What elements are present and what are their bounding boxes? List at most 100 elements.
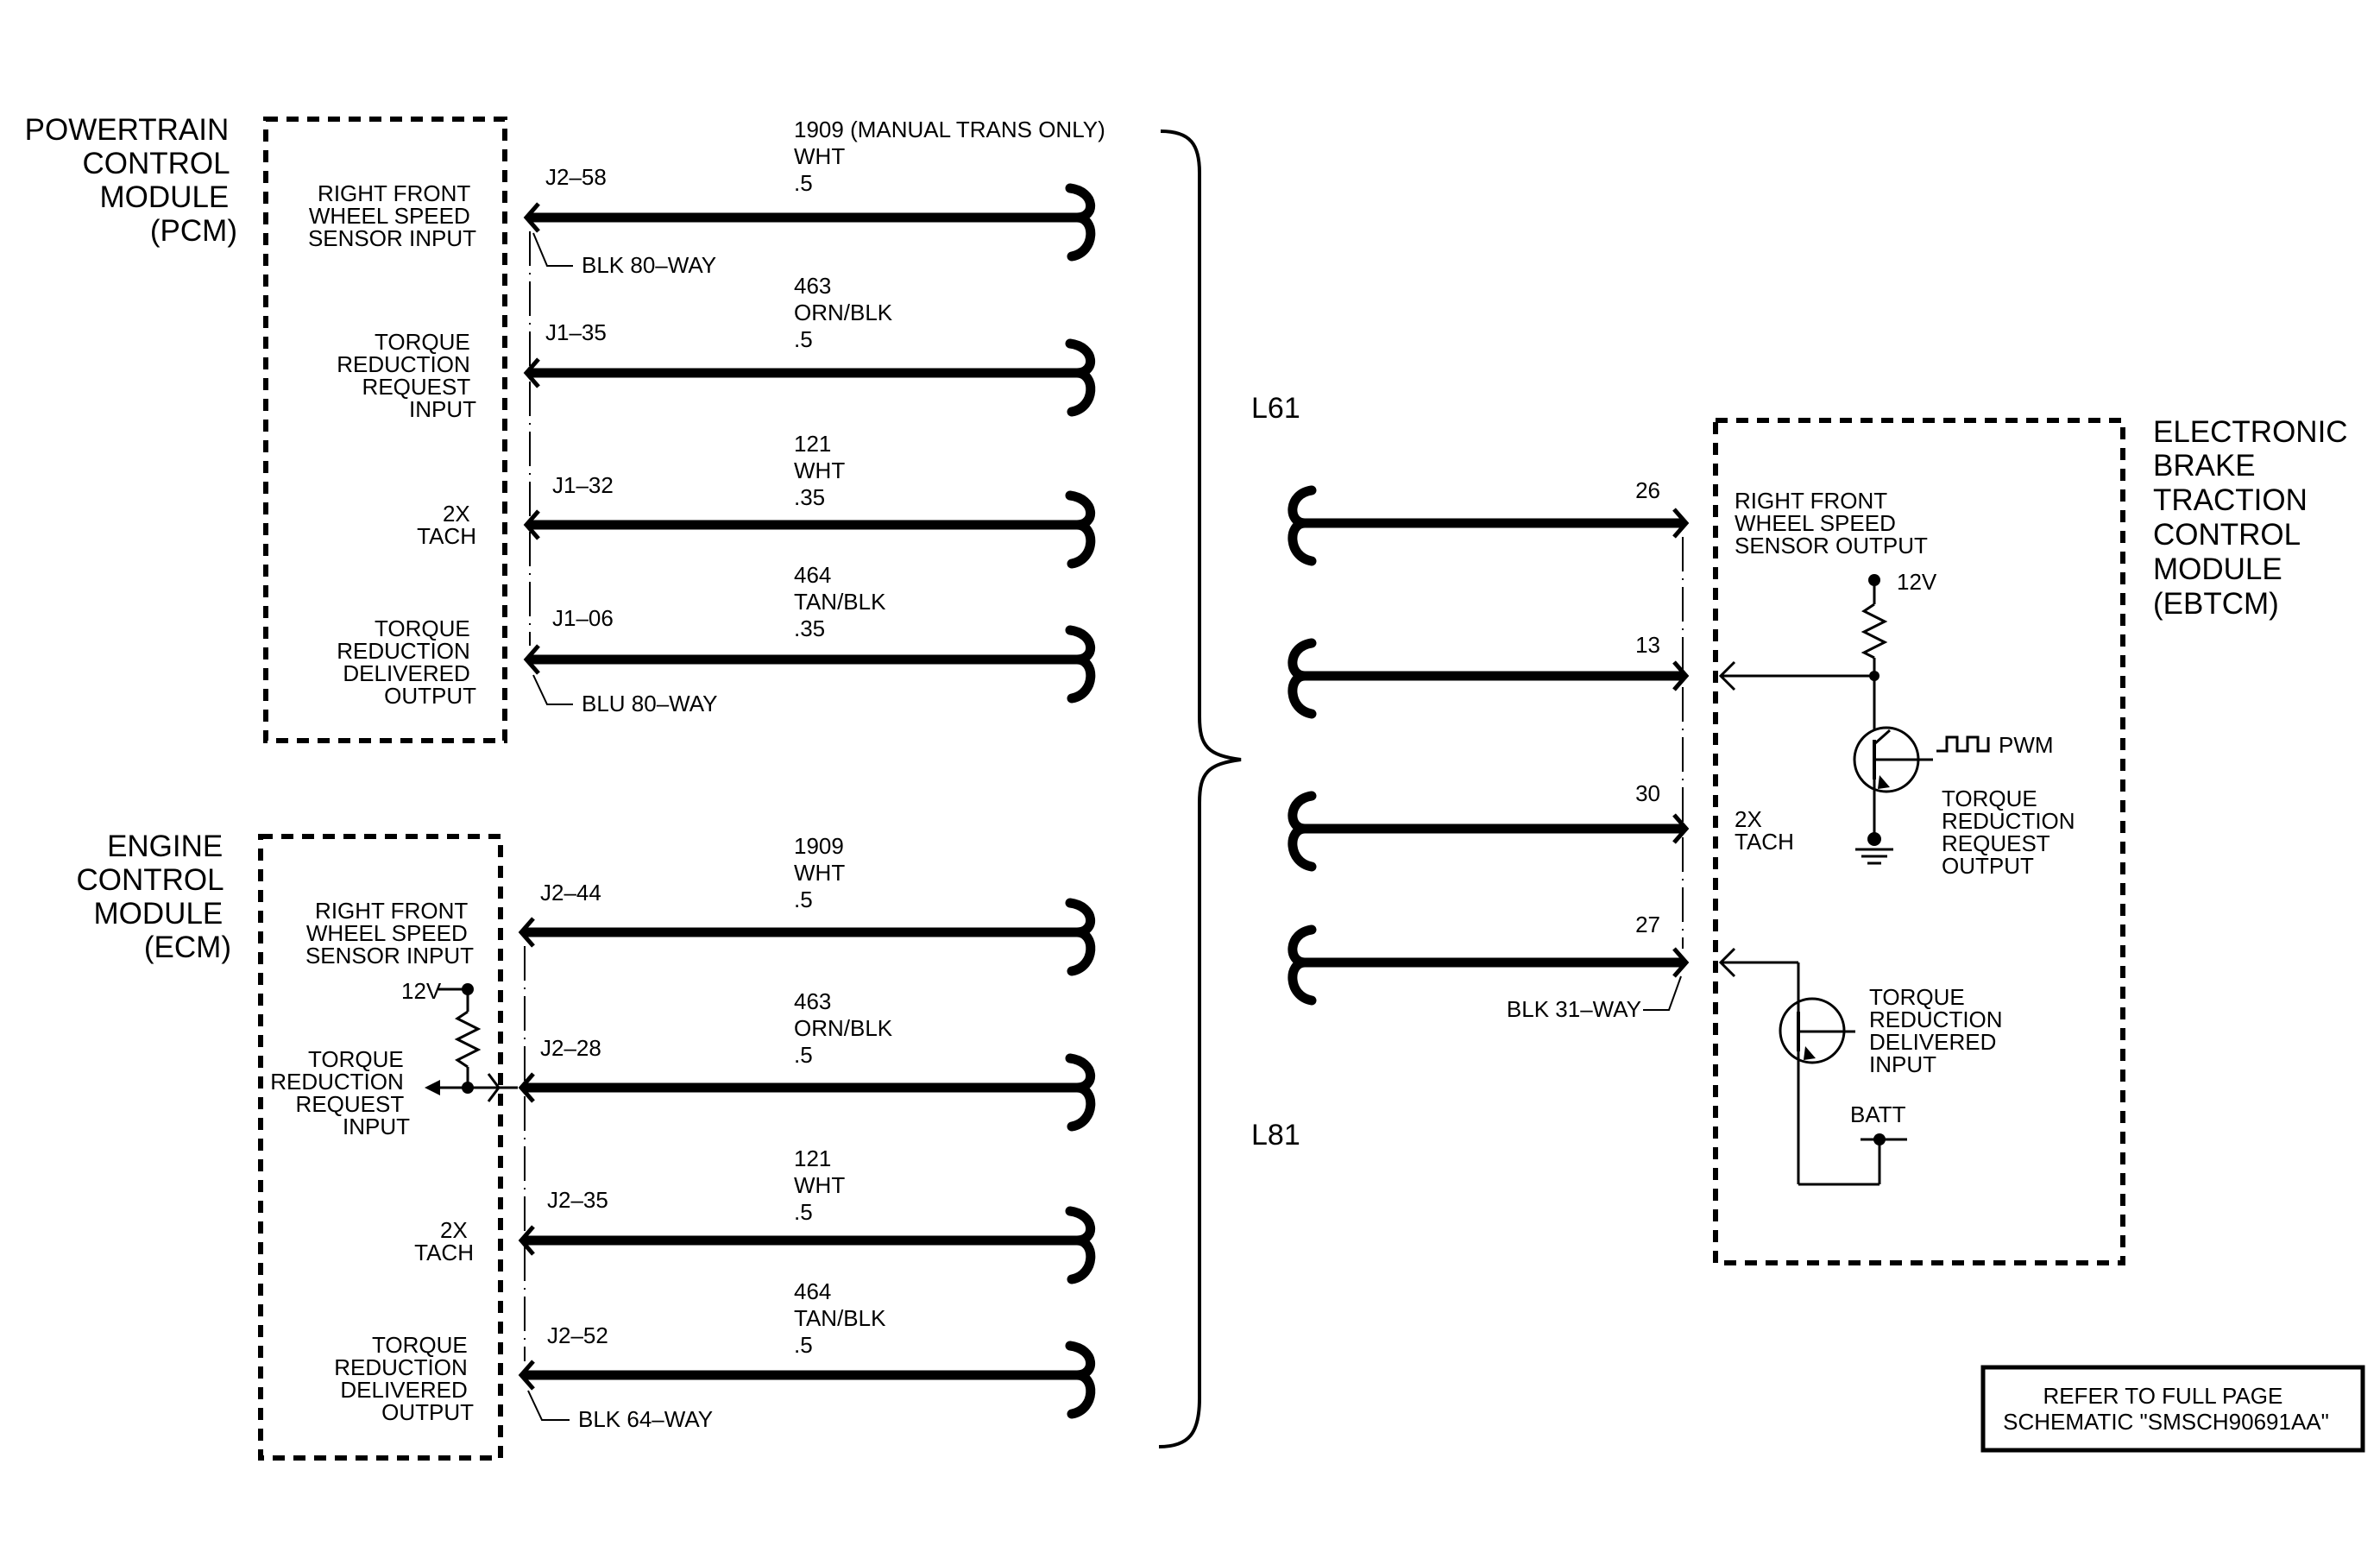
ecm-pin-label-wss: RIGHT FRONT WHEEL SPEED SENSOR INPUT <box>305 898 474 969</box>
ebtcm-label-pwm: PWM <box>1999 732 2054 758</box>
ecm-connector-leader <box>527 1390 570 1421</box>
ebtcm-label-12v: 12V <box>1897 569 1937 595</box>
option-l61: L61 <box>1251 392 1300 425</box>
ebtcm-arrow-27 <box>1718 947 1736 978</box>
connector-break <box>1065 898 1096 976</box>
pin-marker <box>518 1360 535 1391</box>
ecm-title: ENGINE CONTROL MODULE (ECM) <box>76 830 231 964</box>
pin-marker <box>523 357 540 388</box>
ebtcm-label-wss-output: RIGHT FRONT WHEEL SPEED SENSOR OUTPUT <box>1735 488 1928 558</box>
transistor-2-emitter-arrow <box>1804 1046 1816 1060</box>
ecm-circuit-121: 121 WHT .5 <box>794 1145 851 1225</box>
pcm-connector-leader-bottom <box>532 674 573 705</box>
pcm-wires <box>523 183 1096 705</box>
ebtcm-title: ELECTRONIC BRAKE TRACTION CONTROL MODULE… <box>2153 415 2356 621</box>
pin-marker <box>523 644 540 675</box>
transistor-1-emitter-arrow <box>1878 775 1890 789</box>
ecm-12v-label: 12V <box>401 978 442 1004</box>
ground-node <box>1867 832 1881 846</box>
connector-break <box>1288 485 1317 566</box>
connector-break <box>1065 1341 1096 1419</box>
ecm-pin-label-trr: TORQUE REDUCTION REQUEST INPUT <box>270 1046 410 1139</box>
pcm-pin-label-tach: 2X TACH <box>417 501 476 549</box>
ecm-pin-label-tach: 2X TACH <box>414 1217 474 1265</box>
pin-marker <box>518 1072 535 1103</box>
ebtcm-pin-27: 27 <box>1635 912 1660 937</box>
pcm-title: POWERTRAIN CONTROL MODULE (PCM) <box>25 113 237 248</box>
ecm-circuit-463: 463 ORN/BLK .5 <box>794 988 898 1068</box>
connector-break <box>1065 490 1096 569</box>
ecm-symbols <box>425 983 474 1095</box>
pcm-pin-label-trr: TORQUE REDUCTION REQUEST INPUT <box>337 329 476 422</box>
pin-marker <box>518 1225 535 1256</box>
pin-marker <box>1672 508 1690 539</box>
note-box <box>1980 1365 2365 1453</box>
ebtcm-arrow-13 <box>1718 660 1736 691</box>
ecm-wires <box>437 898 1096 1421</box>
pcm-pin-label-trd: TORQUE REDUCTION DELIVERED OUTPUT <box>337 615 476 709</box>
pcm-connector-top: BLK 80–WAY <box>582 252 716 278</box>
pcm-connector-leader-top <box>532 232 573 267</box>
ebtcm-box <box>1713 418 2125 1265</box>
ecm-12v-node <box>462 983 474 995</box>
ebtcm-junction-dot <box>1869 671 1879 681</box>
ebtcm-wires <box>1288 485 1990 1186</box>
pcm-pin-j2-58: J2–58 <box>545 164 607 190</box>
pin-marker <box>1672 660 1690 691</box>
pin-marker <box>523 202 540 233</box>
ebtcm-pin-30: 30 <box>1635 780 1660 806</box>
ecm-connector: BLK 64–WAY <box>578 1406 713 1432</box>
ecm-input-arrowhead <box>487 1073 501 1102</box>
ebtcm-12v-node <box>1868 574 1880 586</box>
transistor-1-collector <box>1873 729 1891 746</box>
ecm-input-arrow-icon <box>425 1080 440 1095</box>
pwm-waveform-icon <box>1936 735 1990 753</box>
connector-break <box>1065 338 1096 417</box>
pin-marker <box>1672 813 1690 844</box>
pcm-box <box>263 117 507 743</box>
pcm-pin-j1-35: J1–35 <box>545 319 607 345</box>
ecm-pin-j2-44: J2–44 <box>540 880 601 906</box>
ecm-pin-j2-28: J2–28 <box>540 1035 601 1061</box>
ecm-pin-j2-35: J2–35 <box>547 1187 608 1213</box>
batt-node <box>1873 1133 1886 1145</box>
ecm-pin-j2-52: J2–52 <box>547 1322 608 1348</box>
note-text: REFER TO FULL PAGE SCHEMATIC "SMSCH90691… <box>2003 1383 2329 1435</box>
connector-break <box>1065 183 1096 262</box>
pcm-pin-j1-32: J1–32 <box>552 472 614 498</box>
pin-marker <box>518 917 535 948</box>
option-l81: L81 <box>1251 1119 1300 1152</box>
brace <box>1158 129 1242 1448</box>
pcm-pin-j1-06: J1–06 <box>552 605 614 631</box>
connector-break <box>1288 924 1317 1006</box>
pcm-circuit-1909: 1909 (MANUAL TRANS ONLY) WHT .5 <box>794 117 1111 196</box>
pcm-pin-label-wss: RIGHT FRONT WHEEL SPEED SENSOR INPUT <box>308 180 476 251</box>
ebtcm-label-trr-output: TORQUE REDUCTION REQUEST OUTPUT <box>1942 786 2081 879</box>
ebtcm-label-tach: 2X TACH <box>1735 806 1794 855</box>
pcm-connector-bottom: BLU 80–WAY <box>582 691 718 716</box>
ebtcm-label-batt: BATT <box>1850 1101 1906 1127</box>
ecm-circuit-1909: 1909 WHT .5 <box>794 833 851 912</box>
pcm-circuit-463: 463 ORN/BLK .5 <box>794 273 898 352</box>
pcm-circuit-121: 121 WHT .35 <box>794 431 851 510</box>
ebtcm-pullup-resistor <box>1861 603 1888 659</box>
connector-break <box>1065 1053 1096 1132</box>
connector-break <box>1288 638 1317 719</box>
ebtcm-connector: BLK 31–WAY <box>1507 996 1641 1022</box>
pin-marker <box>1672 947 1690 978</box>
ecm-box <box>258 834 503 1461</box>
connector-break <box>1065 1206 1096 1284</box>
ebtcm-symbols <box>1804 574 1890 1145</box>
ecm-pullup-resistor <box>454 1010 482 1069</box>
ebtcm-label-trd-input: TORQUE REDUCTION DELIVERED INPUT <box>1869 984 2009 1077</box>
pcm-circuit-464: 464 TAN/BLK .35 <box>794 562 892 641</box>
ebtcm-connector-leader <box>1643 975 1682 1011</box>
connector-break <box>1288 791 1317 872</box>
ecm-pin-label-trd: TORQUE REDUCTION DELIVERED OUTPUT <box>334 1332 474 1425</box>
ebtcm-pin-13: 13 <box>1635 632 1660 658</box>
ecm-junction-dot <box>462 1082 474 1094</box>
ebtcm-pin-26: 26 <box>1635 477 1660 503</box>
connector-break <box>1065 625 1096 704</box>
pin-marker <box>523 509 540 540</box>
